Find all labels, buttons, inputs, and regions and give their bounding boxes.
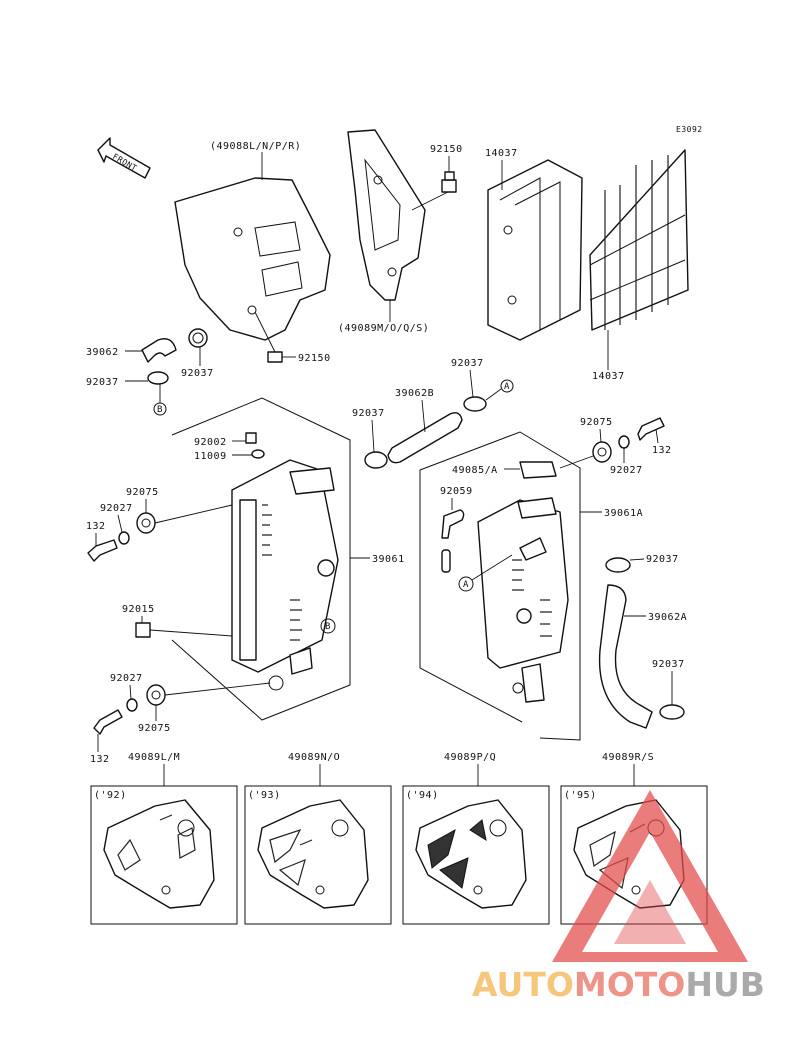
callout-92037-mid: 92037	[181, 368, 214, 379]
variant-year-2: ('93)	[248, 790, 281, 801]
callout-92075-left: 92075	[126, 487, 159, 498]
callout-shroud-left: (49088L/N/P/R)	[210, 141, 301, 152]
callout-14037-bottom: 14037	[592, 371, 625, 382]
clamp-92037-lowright: 92037	[652, 659, 685, 720]
svg-text:A: A	[463, 580, 469, 590]
variant-part-3: 49089P/Q	[444, 752, 496, 763]
collar-92027-left: 92027	[100, 503, 133, 545]
callout-11009: 11009	[194, 451, 227, 462]
callout-92075-right: 92075	[580, 417, 613, 428]
callout-132-left: 132	[86, 521, 106, 532]
watermark-triangle	[552, 790, 748, 962]
clamp-92037-left: 92037	[86, 371, 169, 388]
callout-92037-center: 92037	[352, 408, 385, 419]
callout-92150-bottom: 92150	[298, 353, 331, 364]
left-shroud: (49088L/N/P/R)	[174, 141, 331, 341]
ref-circle-b-top: B	[153, 384, 167, 416]
watermark-hub: HUB	[685, 965, 765, 1004]
variant-panel-2: 49089N/O ('93)	[244, 752, 392, 925]
callout-92075-lower: 92075	[138, 723, 171, 734]
radiator-39061: 39061 B	[231, 459, 405, 691]
callout-92027-lower: 92027	[110, 673, 143, 684]
callout-39061a: 39061A	[604, 508, 643, 519]
callout-92002: 92002	[194, 437, 227, 448]
callout-39062a: 39062A	[648, 612, 687, 623]
radiator-screen-back: 14037	[589, 149, 689, 382]
variant-year-4: ('95)	[564, 790, 597, 801]
callout-92015: 92015	[122, 604, 155, 615]
callout-39062: 39062	[86, 347, 119, 358]
collar-92027-right: 92027	[610, 435, 643, 476]
callout-92027-left: 92027	[100, 503, 133, 514]
grommet-92075-left: 92075	[126, 487, 233, 534]
watermark-auto: AUTO	[472, 965, 574, 1004]
diagram-code: E3092	[676, 125, 703, 134]
grommet-92075-right: 92075	[559, 417, 613, 469]
svg-text:AUTOMOTOHUB: AUTOMOTOHUB	[472, 965, 765, 1004]
radiator-39061a: 39061A A	[458, 497, 643, 703]
bracket-92015: 92015	[122, 604, 233, 638]
cap-92002: 92002	[194, 432, 257, 448]
callout-49085a: 49085/A	[452, 465, 498, 476]
clamp-92037-right: 92037	[605, 554, 679, 573]
callout-132-lower: 132	[90, 754, 110, 765]
callout-92037-right: 92037	[646, 554, 679, 565]
callout-39061: 39061	[372, 554, 405, 565]
variant-panel-1: 49089L/M ('92)	[90, 752, 238, 925]
variant-year-3: ('94)	[406, 790, 439, 801]
grommet-92075-lower: 92075	[138, 682, 271, 734]
variant-part-4: 49089R/S	[602, 752, 654, 763]
bolt-132-lower: 132	[90, 709, 123, 765]
clamp-92037-center: 92037	[352, 408, 388, 469]
right-shroud: (49089M/O/Q/S)	[338, 129, 429, 334]
variant-panel-3: 49089P/Q ('94)	[402, 752, 550, 925]
callout-39062b: 39062B	[395, 388, 434, 399]
hose-39062a: 39062A	[598, 584, 687, 729]
hose-39062b: 39062B	[387, 388, 463, 464]
watermark-moto: MOTO	[574, 965, 685, 1004]
callout-92037-left: 92037	[86, 377, 119, 388]
callout-92150-top: 92150	[430, 144, 463, 155]
bolt-132-right: 132	[637, 417, 672, 456]
callout-shroud-right: (49089M/O/Q/S)	[338, 323, 429, 334]
svg-text:B: B	[157, 405, 162, 415]
hose-39062: 39062	[86, 338, 177, 363]
bolt-132-left: 132	[86, 521, 118, 562]
bolt-92150-bottom: 92150	[254, 311, 331, 364]
callout-92037-upper: 92037	[451, 358, 484, 369]
gasket-11009: 11009	[194, 449, 265, 462]
variant-part-2: 49089N/O	[288, 752, 340, 763]
clamp-92037-mid: 92037	[181, 328, 214, 379]
clamp-92037-upper: 92037 A	[451, 358, 514, 412]
watermark-logo: AUTOMOTOHUB	[472, 790, 765, 1004]
callout-92037-lowright: 92037	[652, 659, 685, 670]
variant-part-1: 49089L/M	[128, 752, 180, 763]
svg-text:A: A	[504, 382, 510, 392]
hose-92059: 92059	[440, 486, 473, 573]
variant-year-1: ('92)	[94, 790, 127, 801]
callout-92059: 92059	[440, 486, 473, 497]
callout-14037-top: 14037	[485, 148, 518, 159]
front-arrow: FRONT	[97, 137, 151, 179]
callout-92027-right: 92027	[610, 465, 643, 476]
guard-49085a: 49085/A	[452, 461, 557, 479]
svg-text:B: B	[325, 622, 330, 632]
collar-92027-lower: 92027	[110, 673, 143, 712]
callout-132-right: 132	[652, 445, 672, 456]
radiator-screen-front: 14037	[485, 148, 583, 341]
bolt-92150-top: 92150	[411, 144, 463, 211]
